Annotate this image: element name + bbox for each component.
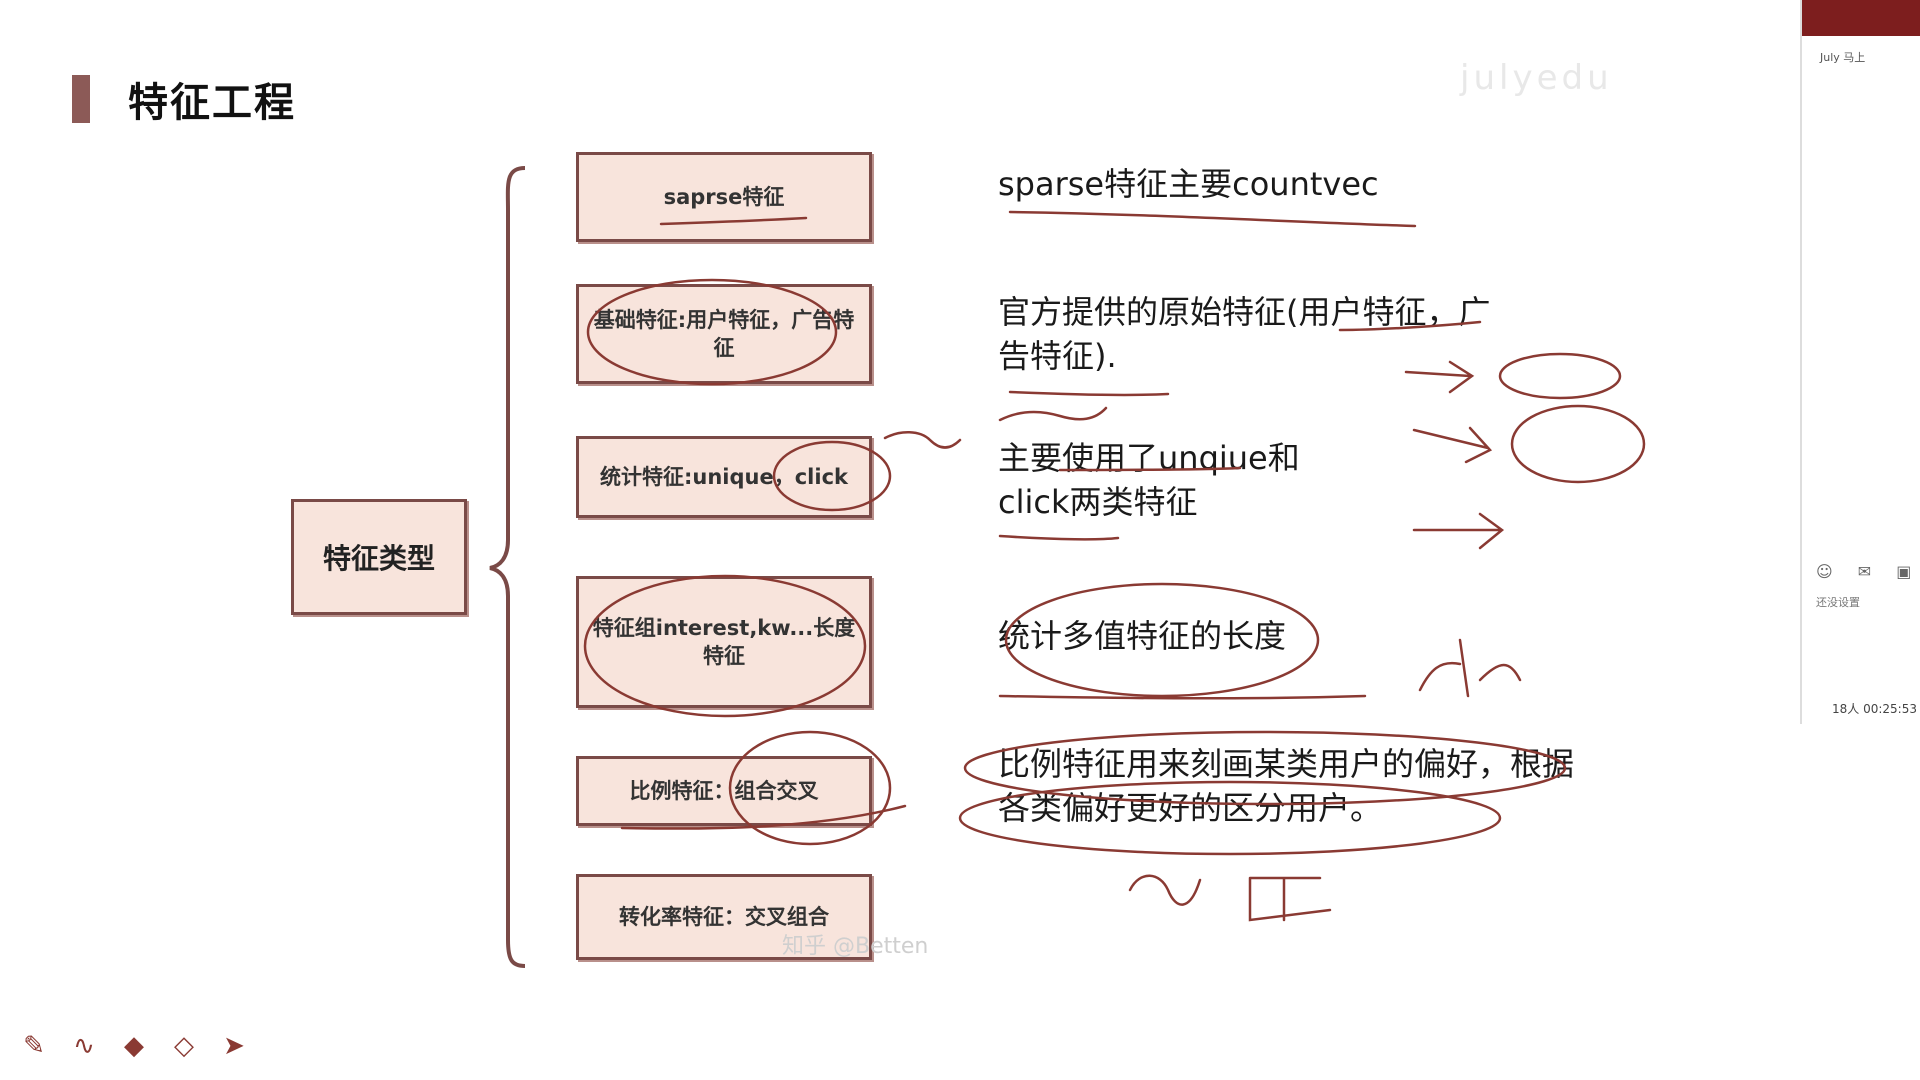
desc-basic: 官方提供的原始特征(用户特征，广告特征).: [998, 293, 1491, 375]
pen-icon[interactable]: ✎: [23, 1031, 45, 1061]
node-ratio: 比例特征：组合交叉: [576, 756, 872, 826]
side-panel-caption: 还没设置: [1816, 596, 1860, 609]
side-panel-header: [1802, 0, 1920, 36]
node-conversion: 转化率特征：交叉组合: [576, 874, 872, 960]
pointer-icon[interactable]: ➤: [223, 1031, 245, 1061]
watermark-middle: 知乎 @Betten: [782, 934, 929, 959]
node-sparse: saprse特征: [576, 152, 872, 242]
drawing-toolbar: ✎ ∿ ◆ ◇ ➤: [18, 1030, 250, 1062]
desc-group-length: 统计多值特征的长度: [998, 617, 1287, 655]
desc-sparse: sparse特征主要countvec: [998, 165, 1379, 203]
watermark-top: julyedu: [1460, 58, 1613, 98]
side-panel-icons[interactable]: ☺ ✉ ▣: [1816, 562, 1920, 581]
side-panel: July 马上 ☺ ✉ ▣ 还没设置 18人 00:25:53: [1800, 0, 1920, 724]
curve-icon[interactable]: ∿: [73, 1031, 95, 1061]
highlighter-icon[interactable]: ◆: [124, 1031, 144, 1061]
title-accent-bar: [72, 75, 90, 123]
side-panel-time: 18人 00:25:53: [1832, 702, 1917, 716]
side-panel-names: July 马上: [1820, 51, 1866, 64]
node-basic: 基础特征:用户特征，广告特征: [576, 284, 872, 384]
root-node: 特征类型: [291, 499, 467, 615]
slide-title: 特征工程: [128, 80, 296, 126]
node-statistic: 统计特征:unique，click: [576, 436, 872, 518]
eraser-icon[interactable]: ◇: [174, 1031, 194, 1061]
